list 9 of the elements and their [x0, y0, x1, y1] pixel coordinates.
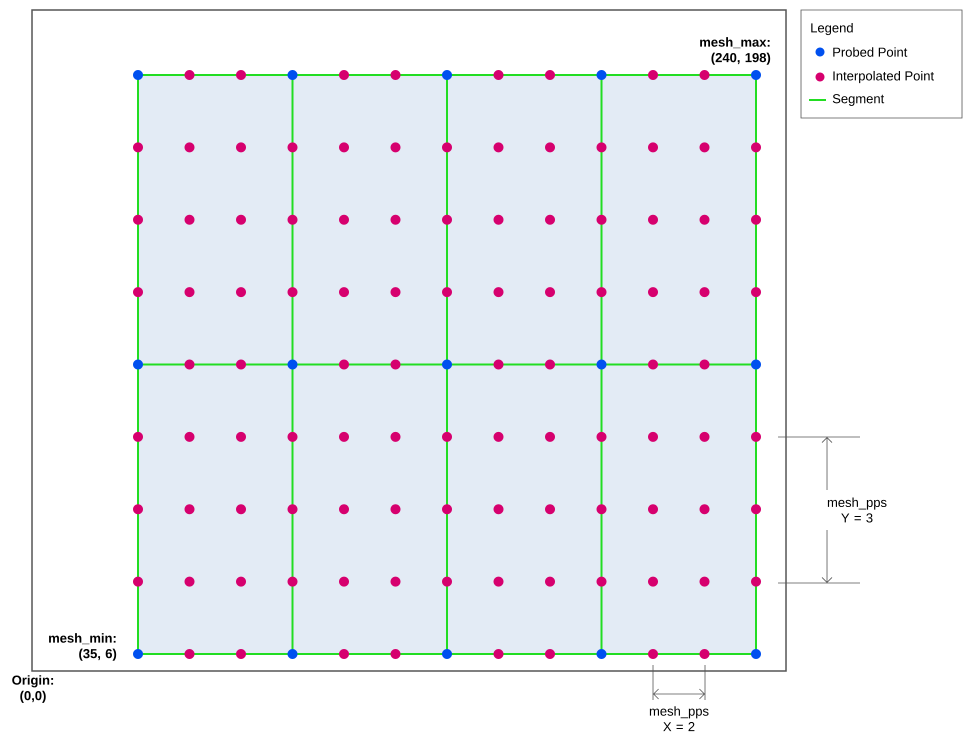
legend-text: Segment [832, 94, 884, 106]
dimension-label: mesh_pps Y = 3 [828, 497, 887, 523]
legend-text: Interpolated Point [833, 70, 934, 84]
corner-label: mesh_min: (35, 6) [49, 633, 116, 661]
origin-label: Origin: (0,0) [12, 675, 54, 703]
legend-title: Legend [811, 22, 853, 36]
legend-text: Probed Point [833, 47, 908, 57]
dimension-label: mesh_pps X = 2 [650, 706, 709, 732]
corner-label: mesh_max: (240, 198) [700, 37, 770, 65]
